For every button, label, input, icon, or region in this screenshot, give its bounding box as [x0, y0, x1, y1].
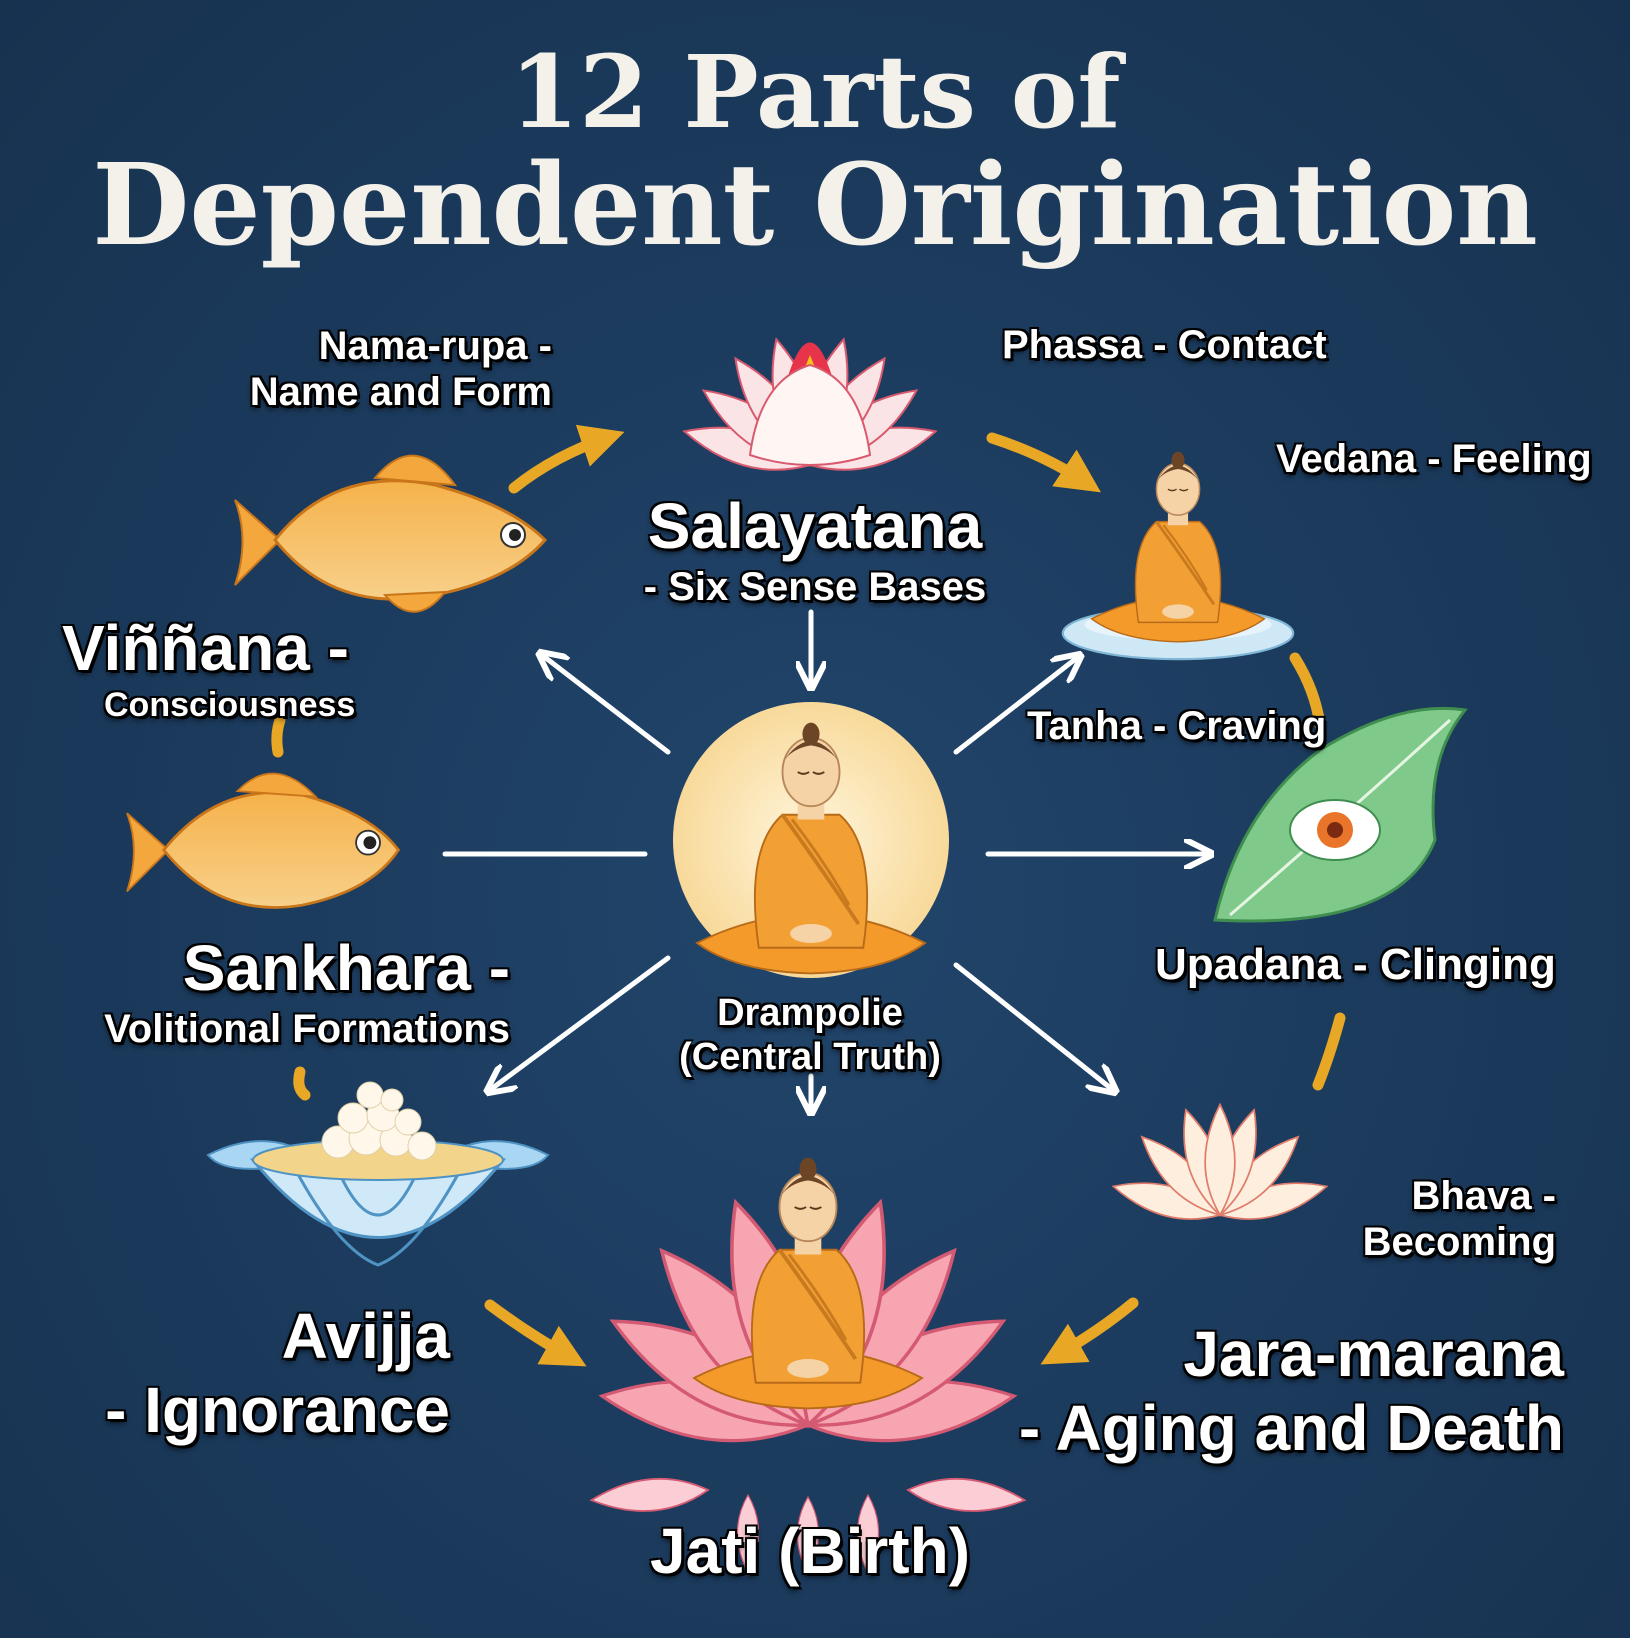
- arrow-icon: [953, 657, 1078, 755]
- arrow-icon: [542, 655, 671, 755]
- fish-icon: [234, 454, 548, 613]
- link-meaning: Becoming: [1362, 1220, 1556, 1264]
- label-bhava: Bhava - Becoming: [1363, 1173, 1556, 1265]
- link-name: Nama-rupa -: [318, 324, 552, 368]
- lotus-icon: [678, 333, 942, 483]
- label-phassa: Phassa - Contact: [1002, 323, 1327, 367]
- arrow-icon: [484, 1299, 587, 1367]
- meditating-buddha-icon: [1061, 450, 1295, 661]
- label-namarupa: Nama-rupa - Name and Form: [250, 323, 552, 415]
- arrow-icon: [1289, 652, 1326, 731]
- link-name: Avijja: [281, 1300, 450, 1372]
- fish-icon: [126, 772, 401, 909]
- label-avijja: Avijja - Ignorance: [105, 1300, 450, 1447]
- label-upadana: Upadana - Clinging: [1155, 940, 1556, 989]
- arrow-icon: [986, 432, 1101, 493]
- label-salayatana: Salayatana - Six Sense Bases: [605, 490, 1025, 610]
- center-name: Drampolie: [717, 992, 903, 1034]
- lotus-icon: [1108, 1103, 1332, 1231]
- label-jati: Jati (Birth): [650, 1515, 970, 1587]
- meditating-buddha-icon: [692, 1155, 924, 1411]
- link-name: Bhava -: [1411, 1174, 1557, 1218]
- link-name: Sankhara -: [182, 932, 510, 1004]
- link-meaning: Name and Form: [249, 370, 552, 414]
- leaf-eye-icon: [1213, 706, 1468, 923]
- link-meaning: - Ignorance: [105, 1373, 450, 1446]
- page-title-line2: Dependent Origination: [92, 140, 1538, 271]
- arrow-icon: [293, 1066, 311, 1101]
- label-tanha: Tanha - Craving: [1027, 704, 1327, 748]
- arrow-icon: [490, 955, 671, 1090]
- label-jaramarana: Jara-marana - Aging and Death: [1019, 1318, 1564, 1465]
- link-meaning: - Aging and Death: [1018, 1391, 1564, 1464]
- link-name: Viññana -: [62, 612, 349, 684]
- arrow-icon: [1312, 1012, 1346, 1091]
- arrow-icon: [271, 714, 286, 758]
- label-center: Drampolie (Central Truth): [640, 992, 980, 1079]
- label-vedana: Vedana - Feeling: [1276, 437, 1592, 481]
- arrow-icon: [953, 962, 1113, 1090]
- page-title: 12 Parts of: [509, 33, 1121, 151]
- label-sankhara: Sankhara - Volitional Formations: [104, 932, 510, 1052]
- center-arrows: [442, 609, 1208, 1110]
- offering-bowl-icon: [206, 1081, 550, 1267]
- arrow-icon: [1040, 1297, 1139, 1365]
- link-meaning: Consciousness: [104, 685, 356, 724]
- link-name: Jara-marana: [1183, 1318, 1564, 1390]
- link-name: Salayatana: [647, 490, 983, 562]
- center-subtitle: (Central Truth): [679, 1035, 941, 1078]
- label-vinnana: Viññana - Consciousness: [62, 612, 355, 725]
- arrow-icon: [508, 424, 625, 494]
- link-meaning: Volitional Formations: [104, 1006, 510, 1051]
- cycle-arrows: [271, 424, 1346, 1367]
- link-meaning: - Six Sense Bases: [643, 564, 987, 609]
